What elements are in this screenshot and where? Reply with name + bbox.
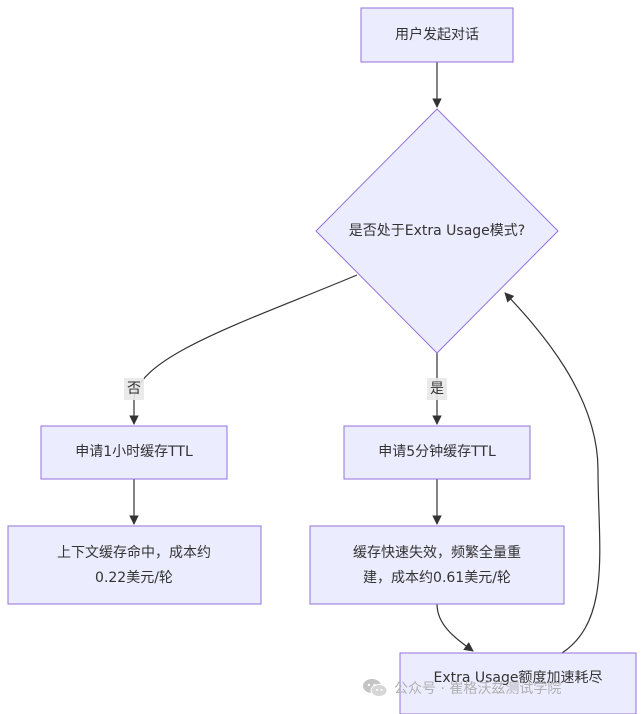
node-cache-miss-line-2: 建，成本约0.61美元/轮 xyxy=(363,570,511,586)
edge-label-no: 否 xyxy=(124,378,144,400)
node-ttl-5m-label: 申请5分钟缓存TTL xyxy=(378,443,496,460)
edge-cache-miss-to-exhaust xyxy=(436,603,474,652)
edge-label-no-text: 否 xyxy=(127,381,141,397)
node-decision-label: 是否处于Extra Usage模式? xyxy=(349,223,525,239)
edge-decision-to-ttl-1h xyxy=(129,274,358,425)
wechat-icon xyxy=(363,679,388,697)
node-ttl-5m: 申请5分钟缓存TTL xyxy=(343,425,531,480)
edge-label-yes: 是 xyxy=(427,378,447,400)
node-cache-hit: 上下文缓存命中，成本约 0.22美元/轮 xyxy=(7,525,262,605)
node-start-label: 用户发起对话 xyxy=(395,26,479,43)
node-exhaust-label: Extra Usage额度加速耗尽 xyxy=(433,670,602,686)
edge-exhaust-to-decision xyxy=(504,292,601,654)
node-exhaust: Extra Usage额度加速耗尽 xyxy=(399,652,637,714)
node-cache-hit-line-2: 0.22美元/轮 xyxy=(95,570,173,586)
node-cache-miss-line-1: 缓存快速失效，频繁全量重 xyxy=(353,544,521,561)
watermark-text: 公众号 · 崔格沃兹测试学院 xyxy=(394,681,562,697)
node-cache-hit-line-1: 上下文缓存命中，成本约 xyxy=(57,544,211,561)
watermark: 公众号 · 崔格沃兹测试学院 xyxy=(362,674,561,702)
edge-label-yes-text: 是 xyxy=(430,381,444,397)
node-start: 用户发起对话 xyxy=(360,7,514,63)
node-ttl-1h: 申请1小时缓存TTL xyxy=(40,425,228,480)
node-decision: 是否处于Extra Usage模式? xyxy=(315,108,559,354)
node-ttl-1h-label: 申请1小时缓存TTL xyxy=(75,444,193,460)
node-cache-miss: 缓存快速失效，频繁全量重 建，成本约0.61美元/轮 xyxy=(309,525,565,605)
